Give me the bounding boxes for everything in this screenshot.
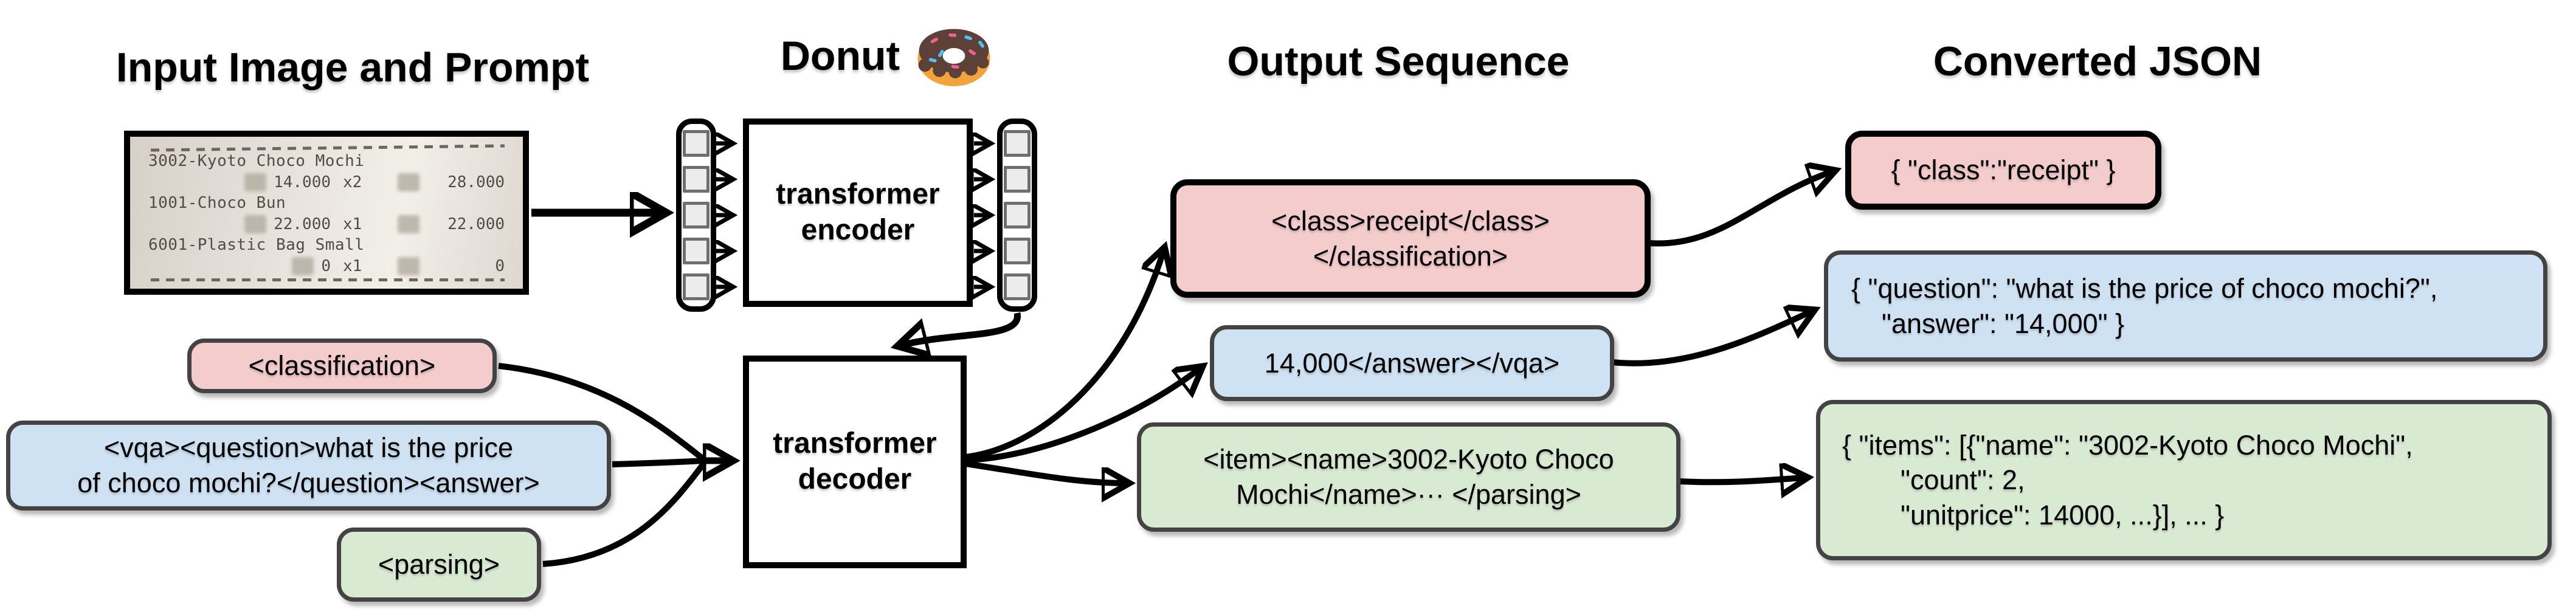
json-box-parsing: { "items": [{"name": "3002-Kyoto Choco M… [1816,400,2552,560]
patch-square [683,238,710,264]
output-text-line: </classification> [1313,240,1508,272]
receipt-item-name: 6001-Plastic Bag Small [148,236,365,255]
patch-strip-input [676,119,716,312]
patch-square [1004,238,1031,264]
column-title-input: Input Image and Prompt [116,44,590,91]
arrow-decoder-to-classification-output [965,250,1164,460]
receipt-total: 0 [495,256,505,275]
output-text-line: <class>receipt</class> [1271,205,1550,236]
receipt-price-right: 0 [398,256,505,277]
receipt-qty: x2 [343,173,362,191]
patch-square [683,130,710,157]
json-box-classification: { "class":"receipt" } [1845,131,2161,210]
receipt-price-left: 14.000 x2 [148,173,362,193]
transformer-encoder-block: transformer encoder [743,119,973,307]
receipt-unit-price: 14.000 [274,173,331,191]
arrow-vqa-output-to-json [1612,311,1812,366]
receipt-item-name: 1001-Choco Bun [148,194,286,213]
patch-square [1004,166,1031,193]
prompt-box-classification: <classification> [187,339,497,393]
redaction-blob [244,215,267,234]
model-title-text: Donut [780,33,900,79]
patch-square [683,273,710,300]
json-text-line: { "question": "what is the price of choc… [1851,272,2438,304]
receipt-num-group: 0 [148,256,331,277]
transformer-decoder-block: transformer decoder [743,356,967,568]
arrow-parsing-output-to-json [1679,478,1804,482]
output-box-parsing: <item><name>3002-Kyoto Choco Mochi</name… [1137,422,1680,532]
patch-square [683,202,710,229]
column-title-model: Donut [748,24,1027,88]
redaction-blob [244,173,267,192]
redaction-blob [398,257,420,276]
json-text-line: { "items": [{"name": "3002-Kyoto Choco M… [1842,429,2413,461]
receipt-price-row: 22.000 x1 22.000 [148,215,507,235]
receipt-unit-price: 22.000 [274,215,331,233]
patch-square [1004,130,1031,157]
receipt-qty: x1 [343,215,362,233]
receipt-price-left: 0 x1 [148,256,362,277]
receipt-num-group: 22.000 [148,215,331,235]
json-text-line: "answer": "14,000" } [1882,308,2125,339]
output-text-line: Mochi</name>··· </parsing> [1236,479,1581,510]
patch-square [1004,273,1031,300]
receipt-total: 22.000 [447,215,505,233]
decoder-label-line2: decoder [798,463,912,495]
arrow-classification-output-to-json [1648,171,1832,247]
json-text-line: "count": 2, [1901,464,2025,496]
receipt-price-left: 22.000 x1 [148,215,362,235]
patch-square [683,166,710,193]
column-title-json: Converted JSON [1933,38,2262,84]
receipt-unit-price: 0 [321,256,331,275]
receipt-price-right: 22.000 [398,215,505,235]
receipt-price-right: 28.000 [398,173,505,193]
patch-strip-output [997,119,1037,312]
receipt-price-row: 0 x1 0 [148,256,507,277]
output-box-classification: <class>receipt</class> </classification> [1170,179,1651,298]
decoder-label-line1: transformer [773,427,937,460]
json-text-line: { "class":"receipt" } [1891,154,2116,186]
redaction-blob [398,215,420,234]
receipt-qty: x1 [343,256,362,275]
json-box-vqa: { "question": "what is the price of choc… [1824,250,2547,362]
column-title-output: Output Sequence [1227,38,1570,84]
prompt-text-line: <classification> [248,350,436,382]
receipt-dashed-line [150,144,505,152]
output-box-vqa: 14,000</answer></vqa> [1210,325,1614,401]
output-text-line: 14,000</answer></vqa> [1264,347,1560,379]
json-text-line: "unitprice": 14000, ...}], ... } [1901,499,2225,531]
arrow-prompt-vqa-to-decoder [612,458,705,467]
encoder-label-line2: encoder [801,214,915,246]
output-text-line: <item><name>3002-Kyoto Choco [1203,444,1614,475]
receipt-item-name: 3002-Kyoto Choco Mochi [148,152,365,171]
prompt-box-parsing: <parsing> [337,528,541,602]
encoder-label-line1: transformer [776,178,940,211]
receipt-num-group: 14.000 [148,173,331,193]
prompt-text-line: <parsing> [378,549,500,580]
prompt-box-vqa: <vqa><question>what is the price of choc… [6,421,611,511]
patch-square [1004,202,1031,229]
arrow-decoder-to-parsing-output [965,461,1126,483]
prompt-text-line: <vqa><question>what is the price [104,432,513,464]
prompt-text-line: of choco mochi?</question><answer> [77,467,540,498]
receipt-image: 3002-Kyoto Choco Mochi 14.000 x2 28.000 … [124,131,529,295]
donut-emoji [917,29,990,86]
redaction-blob [292,257,314,276]
receipt-price-row: 14.000 x2 28.000 [148,173,507,193]
receipt-dashed-line [151,278,505,281]
arrow-patches-to-decoder [901,312,1021,345]
receipt-total: 28.000 [447,173,505,191]
redaction-blob [398,173,420,192]
